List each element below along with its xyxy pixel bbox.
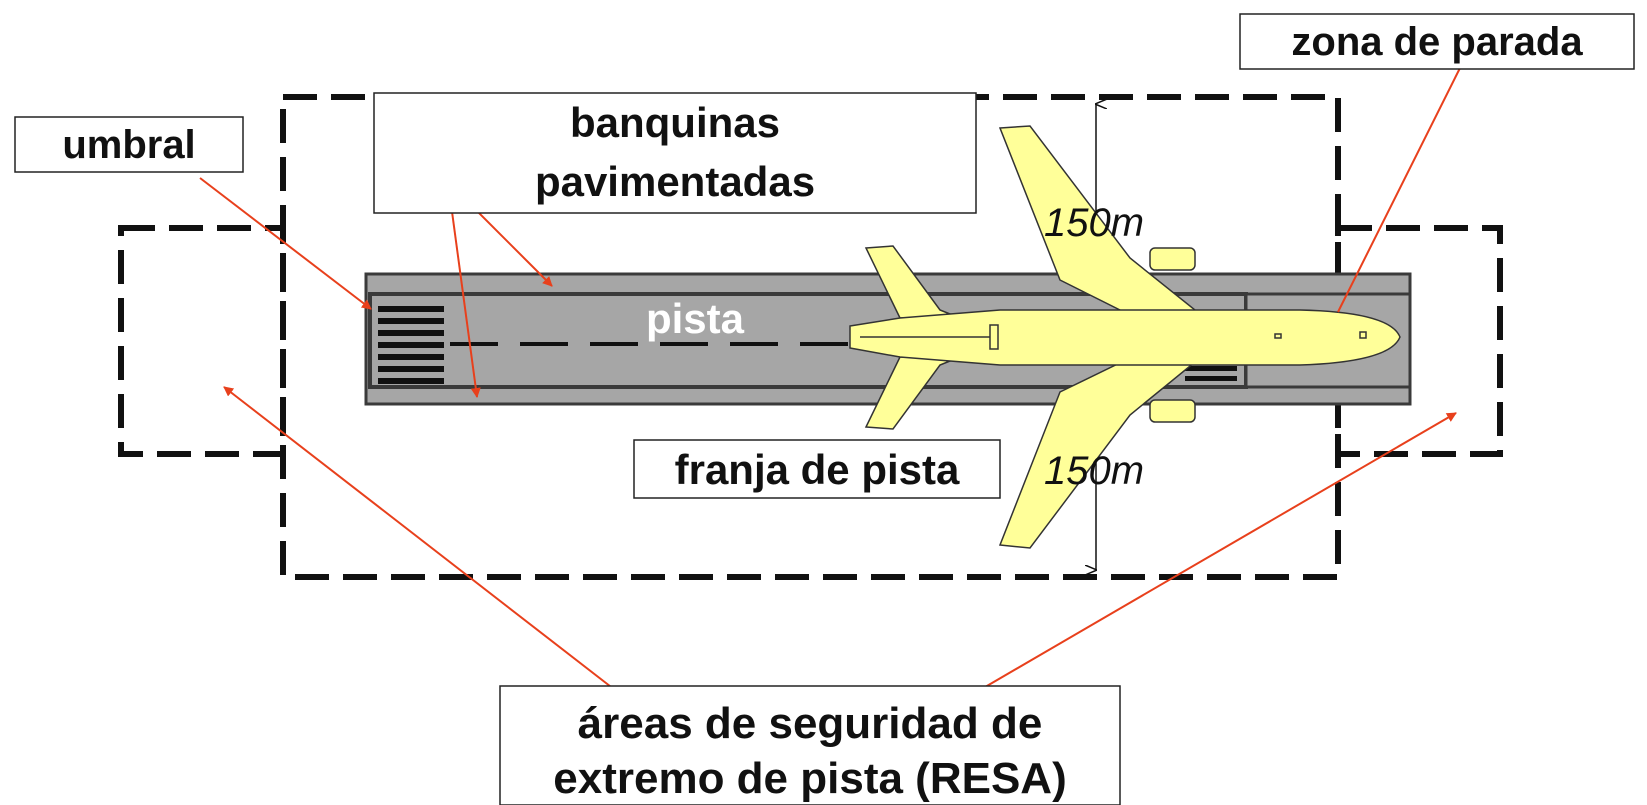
svg-text:franja de pista: franja de pista <box>675 446 960 493</box>
svg-text:extremo de pista (RESA): extremo de pista (RESA) <box>553 754 1066 803</box>
airplane-icon <box>849 125 1401 549</box>
dimension-label-top: 150m <box>1044 201 1144 245</box>
svg-text:umbral: umbral <box>62 123 195 167</box>
arrow-umbral <box>199 177 372 310</box>
arrow-resa-right <box>979 412 1457 691</box>
arrow-zona-de-parada <box>1337 67 1461 313</box>
arrow-banquina-bottom <box>447 181 481 398</box>
label-resa: áreas de seguridad de extremo de pista (… <box>499 685 1121 805</box>
arrow-resa-left <box>223 386 616 691</box>
label-franja-de-pista: franja de pista <box>633 439 1001 499</box>
label-zona-de-parada: zona de parada <box>1239 13 1635 70</box>
label-banquinas-pavimentadas: banquinas pavimentadas <box>373 92 977 214</box>
threshold-markings <box>378 306 444 384</box>
label-pista: pista <box>646 295 745 342</box>
svg-text:zona de parada: zona de parada <box>1291 20 1583 64</box>
svg-text:áreas de seguridad de: áreas de seguridad de <box>578 699 1043 748</box>
far-end-markings <box>1185 366 1237 381</box>
svg-text:pavimentadas: pavimentadas <box>535 158 815 205</box>
svg-text:banquinas: banquinas <box>570 99 780 146</box>
dimension-label-bottom: 150m <box>1044 449 1144 493</box>
resa-left-border <box>118 225 286 457</box>
resa-right-border <box>1335 225 1503 457</box>
label-umbral: umbral <box>14 116 244 173</box>
